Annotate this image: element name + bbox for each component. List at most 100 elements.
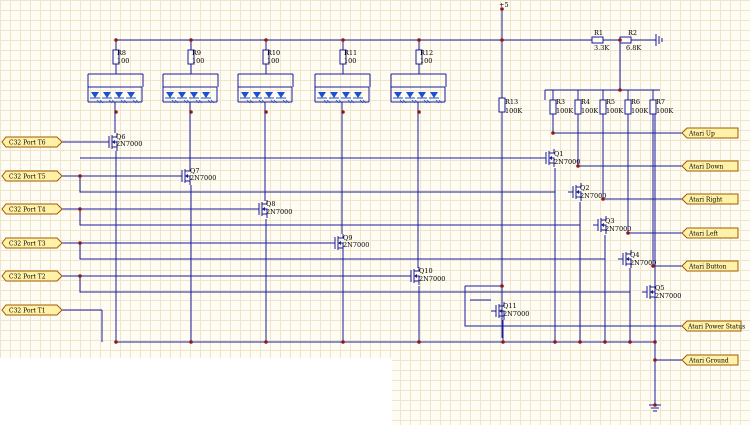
r3-value: 100K xyxy=(556,107,573,115)
port-in-t1: C32 Port T1 xyxy=(1,304,63,316)
port-in-t3: C32 Port T3 xyxy=(1,237,63,249)
r5-value: 100K xyxy=(606,107,623,115)
port-in-t6: C32 Port T6 xyxy=(1,136,63,148)
port-in-t4: C32 Port T4 xyxy=(1,203,63,215)
q2-ref: Q2 xyxy=(580,184,589,192)
port-out-ground: Atari Ground xyxy=(681,354,739,366)
r11-value: 100 xyxy=(344,57,356,65)
wire-outputs xyxy=(464,132,682,361)
r10-ref: R10 xyxy=(267,49,280,57)
r12-ref: R12 xyxy=(420,49,433,57)
port-in-t5: C32 Port T5 xyxy=(1,170,63,182)
r8-ref: R8 xyxy=(117,49,126,57)
q7-part: 2N7000 xyxy=(190,174,216,182)
ground-icon xyxy=(650,34,663,46)
junction-dots xyxy=(78,38,657,407)
q1-ref: Q1 xyxy=(554,150,563,158)
svg-text:C32 Port T3: C32 Port T3 xyxy=(9,241,46,248)
svg-text:C32 Port T2: C32 Port T2 xyxy=(9,274,46,281)
svg-text:C32 Port T6: C32 Port T6 xyxy=(9,140,46,147)
transistor-q9 xyxy=(329,233,344,253)
q5-ref: Q5 xyxy=(655,284,664,292)
led-group-1 xyxy=(87,73,143,104)
r9-ref: R9 xyxy=(192,49,201,57)
svg-text:Atari Button: Atari Button xyxy=(688,264,727,271)
q9-part: 2N7000 xyxy=(343,241,369,249)
transistor-q10 xyxy=(405,266,420,286)
r13-value: 100K xyxy=(505,107,522,115)
port-out-right: Atari Right xyxy=(681,193,739,205)
svg-text:Atari Right: Atari Right xyxy=(688,197,723,204)
r6-ref: R6 xyxy=(631,98,640,106)
led-group-4 xyxy=(314,73,370,104)
r11-ref: R11 xyxy=(344,49,357,57)
r5-ref: R5 xyxy=(606,98,615,106)
q9-ref: Q9 xyxy=(343,234,352,242)
q2-part: 2N7000 xyxy=(580,192,606,200)
port-out-down: Atari Down xyxy=(681,160,739,172)
q3-ref: Q3 xyxy=(605,217,614,225)
r9-value: 100 xyxy=(192,57,204,65)
q7-ref: Q7 xyxy=(190,167,199,175)
svg-text:Atari Power Status: Atari Power Status xyxy=(687,324,745,331)
supply-pin xyxy=(500,7,504,11)
blank-region xyxy=(0,358,392,425)
q8-part: 2N7000 xyxy=(266,208,292,216)
r3-ref: R3 xyxy=(556,98,565,106)
pullup-r5 xyxy=(599,90,607,199)
led-group-3 xyxy=(237,73,293,104)
q3-part: 2N7000 xyxy=(605,225,631,233)
svg-text:Atari Up: Atari Up xyxy=(688,131,715,138)
pullup-r3 xyxy=(549,90,557,133)
wire-led-drops xyxy=(87,74,447,112)
q6-ref: Q6 xyxy=(116,133,125,141)
svg-text:Atari Ground: Atari Ground xyxy=(688,358,729,365)
r7-ref: R7 xyxy=(656,98,665,106)
r7-value: 100K xyxy=(656,107,673,115)
transistor-q5 xyxy=(641,282,656,302)
r4-value: 100K xyxy=(581,107,598,115)
port-in-t2: C32 Port T2 xyxy=(1,270,63,282)
svg-text:C32 Port T4: C32 Port T4 xyxy=(9,207,46,214)
wire-r13-q11 xyxy=(470,112,503,301)
q11-part: 2N7000 xyxy=(503,310,529,318)
port-out-up: Atari Up xyxy=(681,127,739,139)
port-out-power-status: Atari Power Status xyxy=(681,320,745,332)
wire-gates xyxy=(62,141,630,342)
transistor-q1 xyxy=(540,148,555,168)
svg-text:Atari Down: Atari Down xyxy=(688,164,723,171)
port-out-button: Atari Button xyxy=(681,260,739,272)
q10-ref: Q10 xyxy=(419,267,433,275)
transistor-q7 xyxy=(176,166,191,186)
wire-ground-bus xyxy=(116,100,656,405)
r2-ref: R2 xyxy=(628,29,637,37)
port-out-left: Atari Left xyxy=(681,227,739,239)
q10-part: 2N7000 xyxy=(419,275,445,283)
svg-text:C32 Port T1: C32 Port T1 xyxy=(9,308,46,315)
q6-part: 2N7000 xyxy=(116,140,142,148)
r4-ref: R4 xyxy=(581,98,590,106)
q4-ref: Q4 xyxy=(630,251,639,259)
r1-ref: R1 xyxy=(594,29,603,37)
led-group-2 xyxy=(162,73,218,104)
svg-text:C32 Port T5: C32 Port T5 xyxy=(9,174,46,181)
r1-value: 3.3K xyxy=(594,44,609,52)
q5-part: 2N7000 xyxy=(655,292,681,300)
r6-value: 100K xyxy=(631,107,648,115)
svg-text:Atari Left: Atari Left xyxy=(688,231,719,238)
r2-value: 6.8K xyxy=(626,44,641,52)
pullup-r4 xyxy=(574,90,582,166)
r13-ref: R13 xyxy=(505,98,518,106)
pullup-r7 xyxy=(649,90,657,266)
wire-sources xyxy=(115,151,631,342)
q11-ref: Q11 xyxy=(503,302,517,310)
r8-value: 100 xyxy=(117,57,129,65)
led-group-5 xyxy=(390,73,446,104)
q4-part: 2N7000 xyxy=(630,259,656,267)
q1-part: 2N7000 xyxy=(554,158,580,166)
q8-ref: Q8 xyxy=(266,200,275,208)
resistor-r1 xyxy=(591,36,604,44)
supply-label: +5 xyxy=(499,1,509,9)
